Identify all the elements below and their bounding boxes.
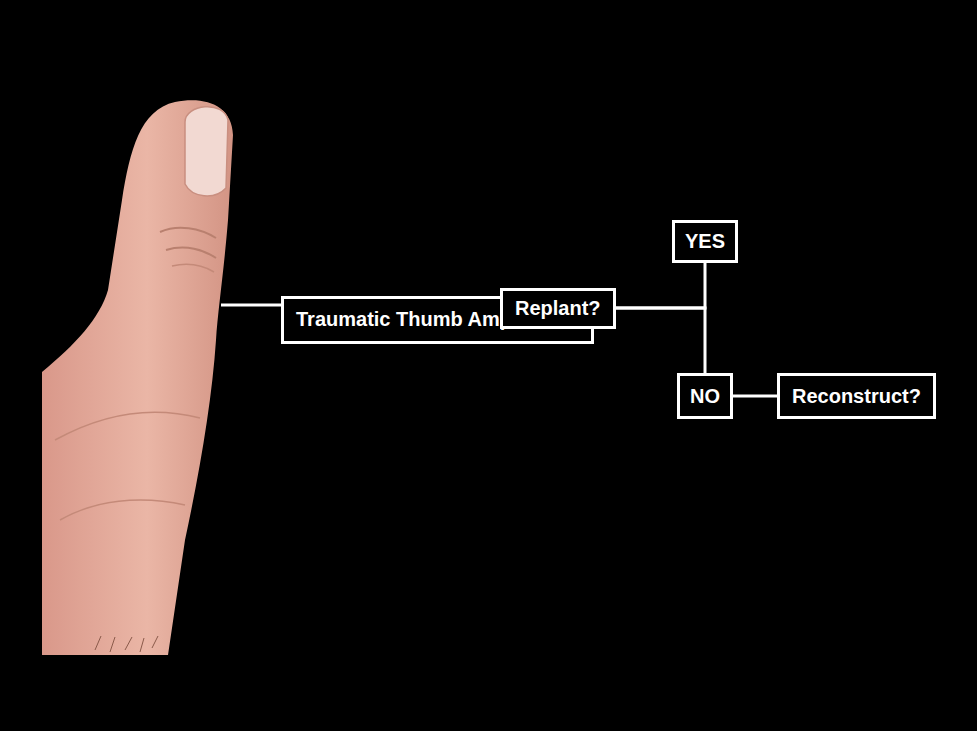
hand-shape xyxy=(42,100,233,655)
decision-box: Replant? xyxy=(500,288,616,329)
box-label: Reconstruct? xyxy=(792,384,921,408)
connector-line xyxy=(616,308,705,373)
box-label: YES xyxy=(685,229,725,253)
connector-line xyxy=(221,304,282,307)
knuckle-crease xyxy=(172,264,214,272)
knuckle-crease xyxy=(160,228,216,238)
answer-box: NO xyxy=(677,373,733,419)
connector-line xyxy=(616,263,705,309)
outcome-box: Reconstruct? xyxy=(777,373,936,419)
palm-crease xyxy=(55,412,200,440)
box-label: Replant? xyxy=(515,296,601,320)
answer-box: YES xyxy=(672,220,738,263)
wrist-hair xyxy=(95,636,158,652)
palm-crease xyxy=(60,500,185,520)
connector-line xyxy=(733,395,777,398)
knuckle-crease xyxy=(166,248,216,258)
box-label: NO xyxy=(690,384,720,408)
thumb-nail xyxy=(185,107,228,196)
